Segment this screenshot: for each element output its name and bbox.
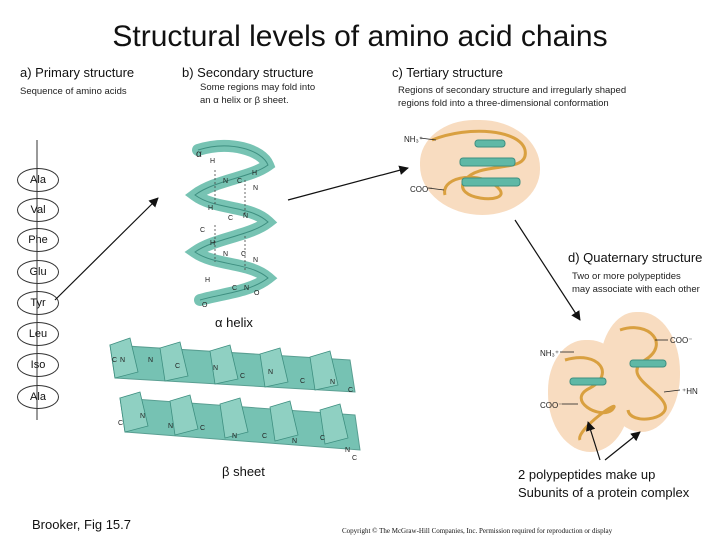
svg-text:N: N: [253, 185, 258, 192]
annotation-arrow-left: [586, 421, 601, 461]
svg-text:N: N: [330, 379, 335, 386]
tertiary-description-1: Regions of secondary structure and irreg…: [398, 85, 627, 96]
secondary-description-1: Some regions may fold into: [200, 82, 316, 93]
tertiary-polypeptide: [431, 129, 527, 201]
copyright-notice: Copyright © The McGraw-Hill Companies, I…: [342, 527, 613, 535]
svg-text:O: O: [202, 302, 208, 309]
svg-text:N: N: [345, 447, 350, 454]
quaternary-label-3: COO⁻: [540, 401, 562, 410]
residue-5: Tyr: [17, 291, 59, 315]
primary-heading: a) Primary structure: [20, 65, 135, 80]
primary-to-secondary-arrow: [54, 197, 159, 301]
quaternary-label-4: ⁺HN: [682, 387, 698, 396]
beta-sheet-label: β sheet: [222, 464, 265, 479]
svg-text:C: C: [118, 420, 123, 427]
quaternary-description-1: Two or more polypeptides: [572, 271, 681, 282]
svg-text:C: C: [320, 435, 325, 442]
tertiary-to-quaternary-arrow: [514, 219, 581, 321]
svg-text:N: N: [223, 178, 228, 185]
quaternary-polypeptides: [564, 326, 667, 441]
svg-text:C: C: [240, 373, 245, 380]
svg-text:N: N: [292, 438, 297, 445]
svg-text:H: H: [205, 277, 210, 284]
svg-text:N: N: [243, 213, 248, 220]
residue-1: Ala: [17, 168, 59, 192]
residue-6: Leu: [17, 322, 59, 346]
secondary-description-2: an α helix or β sheet.: [200, 95, 289, 106]
svg-text:N: N: [253, 257, 258, 264]
svg-text:C: C: [175, 363, 180, 370]
alpha-symbol: α: [196, 149, 202, 160]
quaternary-subunit-right: [600, 312, 680, 432]
svg-text:N: N: [223, 251, 228, 258]
svg-text:N: N: [268, 369, 273, 376]
svg-text:O: O: [254, 290, 260, 297]
svg-text:H: H: [208, 205, 213, 212]
tertiary-n-terminus: NH₃⁺: [404, 135, 423, 144]
svg-text:N: N: [213, 365, 218, 372]
svg-text:C: C: [352, 455, 357, 462]
quaternary-description-2: may associate with each other: [572, 284, 700, 295]
svg-text:N: N: [232, 433, 237, 440]
figure-credit: Brooker, Fig 15.7: [32, 517, 131, 532]
svg-text:C: C: [228, 215, 233, 222]
annotation-arrow-right: [604, 431, 641, 461]
tertiary-heading: c) Tertiary structure: [392, 65, 504, 80]
primary-description: Sequence of amino acids: [20, 86, 127, 97]
residue-4: Glu: [17, 260, 59, 284]
quaternary-label-1: COO⁻: [670, 336, 692, 345]
alpha-helix-label: α helix: [215, 315, 253, 330]
tertiary-c-terminus: COO⁻: [410, 185, 432, 194]
tertiary-description-2: regions fold into a three-dimensional co…: [398, 98, 609, 109]
svg-text:C: C: [262, 433, 267, 440]
secondary-heading: b) Secondary structure: [182, 65, 314, 80]
svg-text:N: N: [140, 413, 145, 420]
residue-7: Iso: [17, 353, 59, 377]
svg-text:C: C: [232, 285, 237, 292]
svg-text:H: H: [252, 170, 257, 177]
secondary-to-tertiary-arrow: [287, 165, 409, 201]
svg-text:C: C: [200, 227, 205, 234]
svg-text:H: H: [210, 158, 215, 165]
svg-text:H: H: [210, 240, 215, 247]
svg-text:C: C: [241, 251, 246, 258]
annotation-line-1: 2 polypeptides make up: [518, 467, 656, 482]
svg-text:N: N: [168, 423, 173, 430]
quaternary-label-2: NH₃⁺: [540, 349, 559, 358]
svg-text:C: C: [237, 178, 242, 185]
annotation-line-2: Subunits of a protein complex: [518, 485, 690, 500]
page-title: Structural levels of amino acid chains: [112, 20, 608, 53]
svg-text:C: C: [200, 425, 205, 432]
residue-2: Val: [17, 198, 59, 222]
svg-text:C: C: [348, 387, 353, 394]
residue-8: Ala: [17, 385, 59, 409]
svg-text:N: N: [244, 285, 249, 292]
residue-3: Phe: [17, 228, 59, 252]
svg-text:C: C: [300, 378, 305, 385]
svg-text:N: N: [148, 357, 153, 364]
svg-text:N: N: [120, 357, 125, 364]
quaternary-heading: d) Quaternary structure: [568, 250, 703, 265]
svg-text:C: C: [112, 357, 117, 364]
